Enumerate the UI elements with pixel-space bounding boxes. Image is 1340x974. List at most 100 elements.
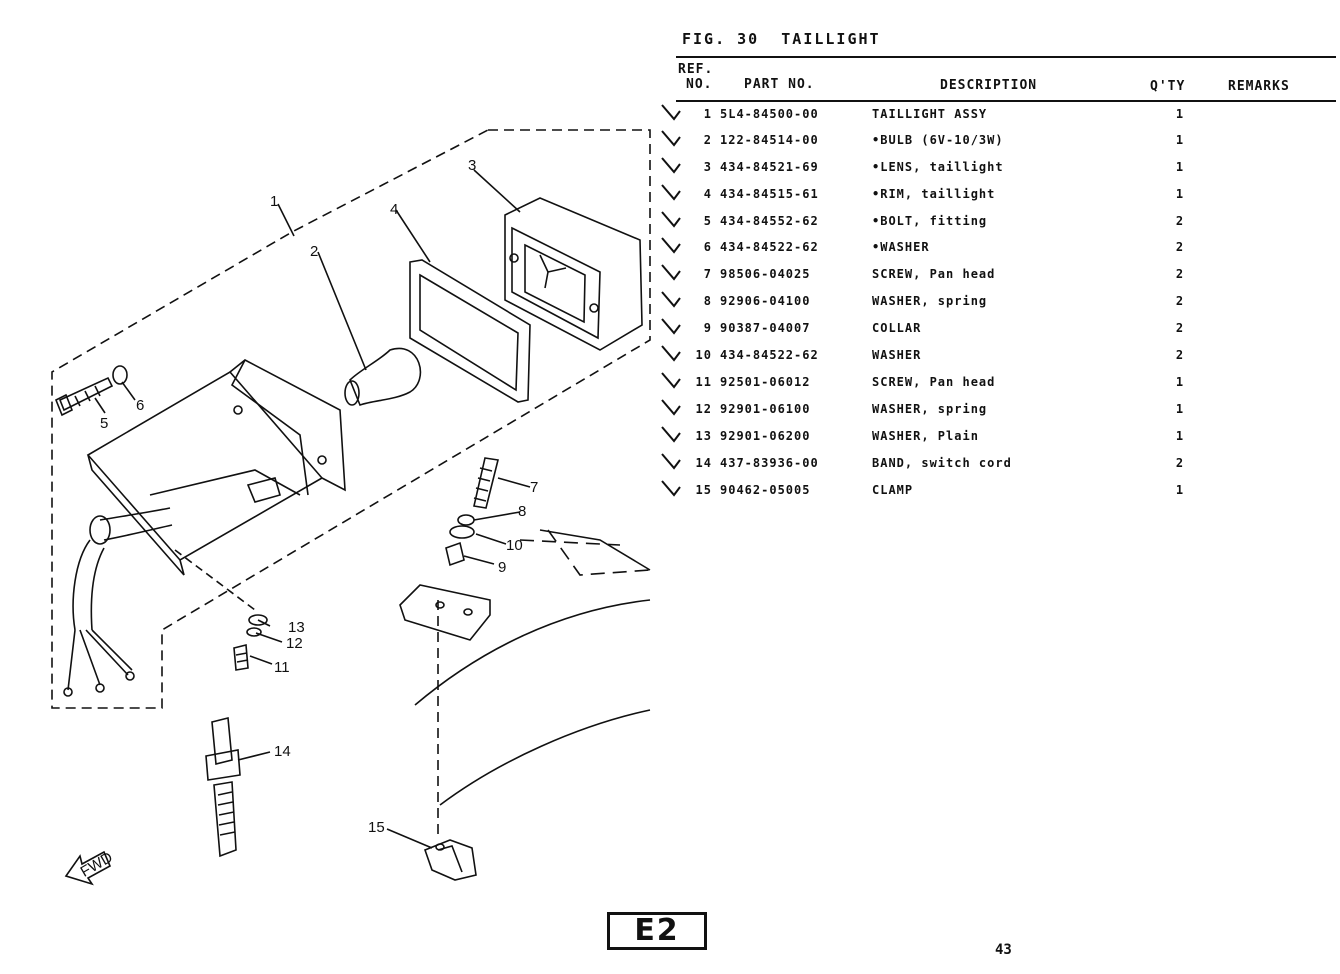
row-qty: 2 — [1175, 348, 1185, 362]
row-part-no: 92901-06200 — [720, 429, 811, 443]
screw-7-drawing — [473, 457, 499, 509]
row-qty: 1 — [1175, 107, 1185, 121]
table-row: 15 90462-05005 CLAMP 1 — [660, 480, 1330, 509]
callout-3: 3 — [468, 157, 476, 174]
row-qty: 1 — [1175, 375, 1185, 389]
row-qty: 1 — [1175, 429, 1185, 443]
callout-13: 13 — [288, 619, 305, 636]
check-mark-icon — [661, 399, 681, 416]
check-mark-icon — [661, 480, 681, 497]
row-ref: 12 — [695, 402, 712, 416]
row-description: WASHER — [872, 348, 922, 362]
figure-name: TAILLIGHT — [781, 30, 881, 48]
bolt-5-drawing — [54, 376, 114, 417]
washer-6-drawing — [112, 365, 128, 385]
wire-harness — [63, 507, 173, 697]
row-description: •WASHER — [872, 240, 930, 254]
callout-10: 10 — [506, 537, 523, 554]
row-description: •RIM, taillight — [872, 187, 996, 201]
row-part-no: 92906-04100 — [720, 294, 811, 308]
callout-15: 15 — [368, 819, 385, 836]
check-mark-icon — [661, 426, 681, 443]
check-mark-icon — [661, 184, 681, 201]
leader-lines — [94, 169, 531, 849]
row-part-no: 98506-04025 — [720, 267, 811, 281]
header-ref-2: NO. — [686, 77, 713, 92]
check-mark-icon — [661, 345, 681, 362]
rim-drawing — [409, 259, 531, 403]
washer-10-drawing — [449, 525, 475, 539]
check-mark-icon — [661, 264, 681, 281]
check-mark-icon — [661, 318, 681, 335]
row-ref: 11 — [695, 375, 712, 389]
check-mark-icon — [661, 104, 681, 121]
row-ref: 5 — [703, 214, 712, 228]
row-ref: 13 — [695, 429, 712, 443]
row-part-no: 434-84522-62 — [720, 348, 819, 362]
row-description: CLAMP — [872, 483, 914, 497]
row-ref: 1 — [703, 107, 712, 121]
row-qty: 1 — [1175, 402, 1185, 416]
row-description: •BOLT, fitting — [872, 214, 988, 228]
page-number: 43 — [995, 942, 1012, 958]
row-ref: 10 — [695, 348, 712, 362]
header-ref-1: REF. — [678, 62, 714, 77]
row-part-no: 90462-05005 — [720, 483, 811, 497]
header-remarks: REMARKS — [1228, 79, 1290, 94]
row-description: COLLAR — [872, 321, 922, 335]
table-row: 13 92901-06200 WASHER, Plain 1 — [660, 426, 1330, 455]
row-ref: 7 — [703, 267, 712, 281]
row-part-no: 92501-06012 — [720, 375, 811, 389]
row-qty: 1 — [1175, 133, 1185, 147]
row-ref: 8 — [703, 294, 712, 308]
callout-2: 2 — [310, 243, 318, 260]
figure-label: FIG. 30 — [682, 30, 760, 48]
table-row: 1 5L4-84500-00 TAILLIGHT ASSY 1 — [660, 104, 1330, 133]
row-description: WASHER, spring — [872, 294, 988, 308]
header-description: DESCRIPTION — [940, 78, 1038, 93]
callout-6: 6 — [136, 397, 144, 414]
row-ref: 2 — [703, 133, 712, 147]
callout-14: 14 — [274, 743, 291, 760]
header-rule — [676, 100, 1336, 102]
row-description: WASHER, Plain — [872, 429, 979, 443]
callout-11: 11 — [274, 659, 290, 676]
check-mark-icon — [661, 237, 681, 254]
row-qty: 2 — [1175, 240, 1185, 254]
section-mark: E2 — [607, 912, 707, 950]
row-qty: 2 — [1175, 294, 1185, 308]
screw-11-drawing — [233, 643, 249, 671]
row-ref: 9 — [703, 321, 712, 335]
row-description: BAND, switch cord — [872, 456, 1012, 470]
check-mark-icon — [661, 291, 681, 308]
title-rule — [676, 56, 1336, 58]
assembly-boundary — [51, 129, 651, 709]
bulb-drawing — [344, 347, 422, 406]
row-description: TAILLIGHT ASSY — [872, 107, 988, 121]
row-ref: 3 — [703, 160, 712, 174]
washer-13-drawing — [248, 614, 268, 626]
row-part-no: 90387-04007 — [720, 321, 811, 335]
row-qty: 1 — [1175, 483, 1185, 497]
row-part-no: 437-83936-00 — [720, 456, 819, 470]
table-row: 8 92906-04100 WASHER, spring 2 — [660, 291, 1330, 320]
callout-12: 12 — [286, 635, 303, 652]
callout-5: 5 — [100, 415, 108, 432]
row-part-no: 5L4-84500-00 — [720, 107, 819, 121]
washer-12-drawing — [246, 627, 262, 637]
header-part-no: PART NO. — [744, 77, 815, 92]
callout-9: 9 — [498, 559, 506, 576]
row-ref: 6 — [703, 240, 712, 254]
row-part-no: 434-84552-62 — [720, 214, 819, 228]
row-ref: 15 — [695, 483, 712, 497]
row-qty: 1 — [1175, 187, 1185, 201]
